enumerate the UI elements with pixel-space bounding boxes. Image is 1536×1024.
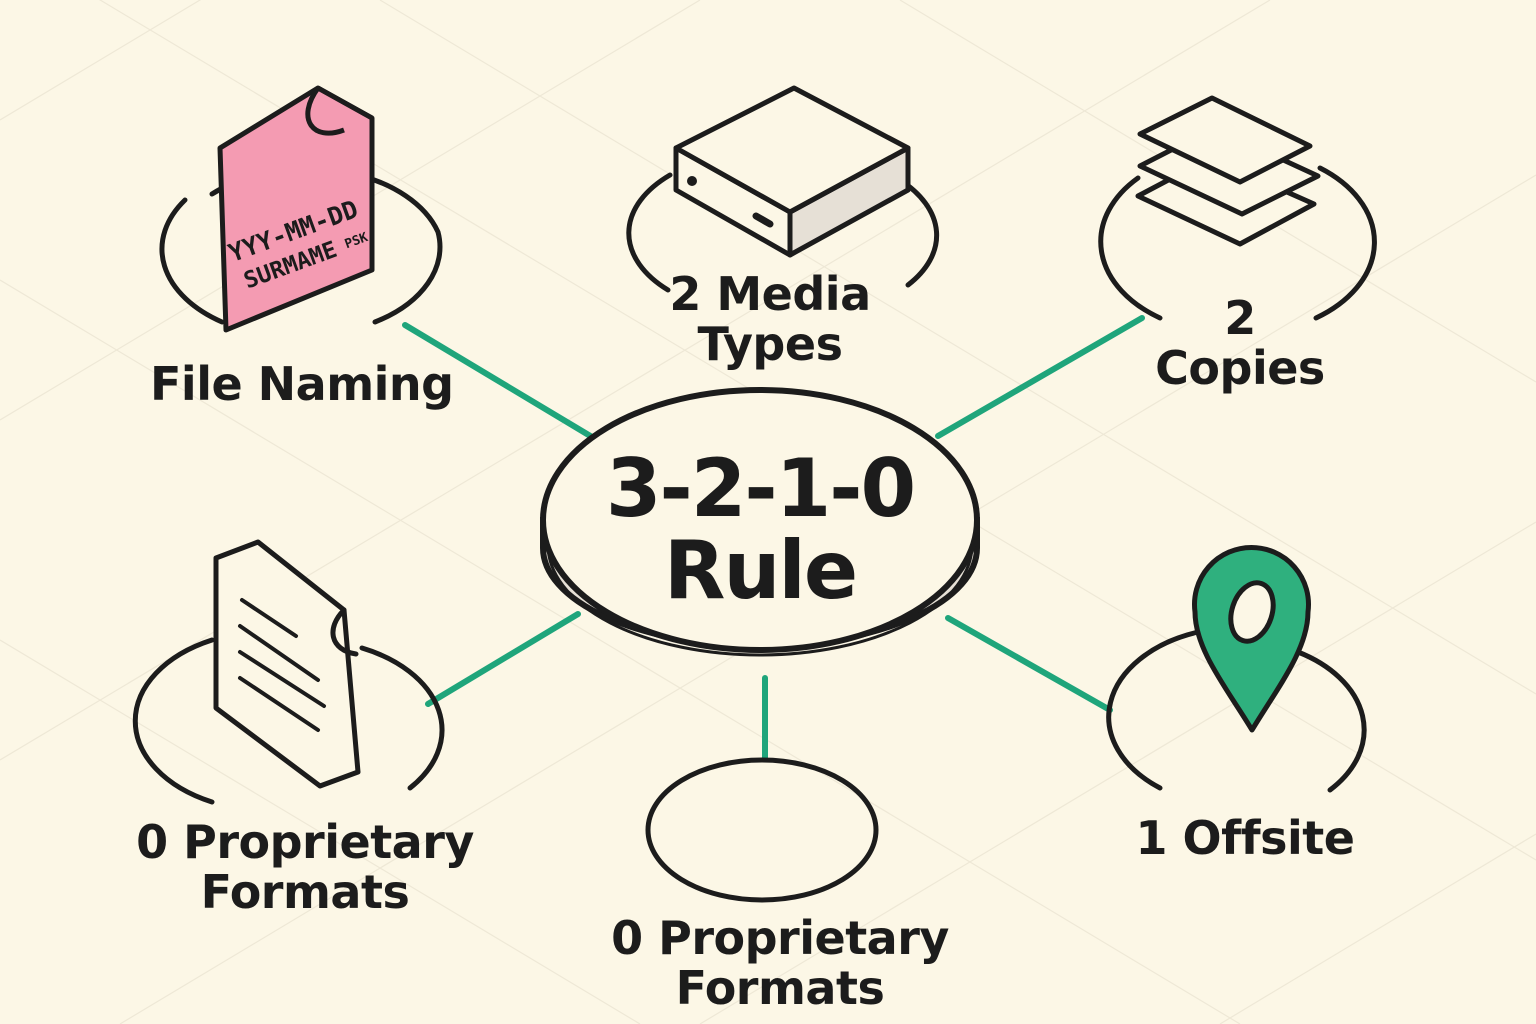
connector-offsite (945, 615, 1113, 713)
connectors (402, 315, 1145, 761)
label-media-types: 2 Media Types (640, 267, 900, 371)
document-icon (213, 539, 361, 789)
center-title-line-1: 3-2-1-0 (605, 442, 916, 535)
label-offsite-text: 1 Offsite (1135, 811, 1356, 865)
center-title-line-2: Rule (663, 524, 858, 618)
label-copies: 2 Copies (1130, 291, 1350, 395)
label-proprietary-bottom-line-1: 0 Proprietary (611, 911, 949, 965)
location-pin-icon (1192, 545, 1311, 733)
label-proprietary-left-line-1: 0 Proprietary (136, 815, 474, 869)
label-proprietary-left: 0 Proprietary Formats (130, 815, 480, 919)
node-rings (132, 165, 1377, 903)
ring-media-types (626, 172, 940, 293)
label-proprietary-bottom: 0 Proprietary Formats (605, 911, 955, 1015)
label-copies-line-1: 2 (1224, 291, 1256, 345)
ring-proprietary-left (132, 637, 445, 805)
label-offsite: 1 Offsite (1120, 811, 1370, 865)
ring-proprietary-bottom (645, 757, 879, 903)
center-disc (540, 387, 980, 657)
connector-proprietary-left (425, 611, 581, 707)
label-proprietary-left-line-2: Formats (200, 864, 410, 919)
center-title: 3-2-1-0 Rule (540, 442, 980, 618)
label-copies-line-2: Copies (1155, 340, 1325, 395)
stacked-layers-icon (1135, 95, 1321, 247)
ring-offsite (1106, 629, 1367, 793)
label-file-naming: File Naming (150, 357, 454, 411)
label-proprietary-bottom-line-2: Formats (675, 960, 885, 1015)
label-media-types-line-2: Types (697, 316, 843, 371)
hard-drive-icon (673, 85, 911, 258)
label-media-types-line-1: 2 Media (669, 267, 871, 321)
label-file-naming-text: File Naming (150, 357, 454, 411)
file-naming-icon: YYY-MM-DD SURMAME PSK (217, 85, 375, 333)
connector-copies (935, 315, 1145, 439)
connector-file-naming (402, 322, 595, 440)
ring-copies (1098, 165, 1377, 321)
